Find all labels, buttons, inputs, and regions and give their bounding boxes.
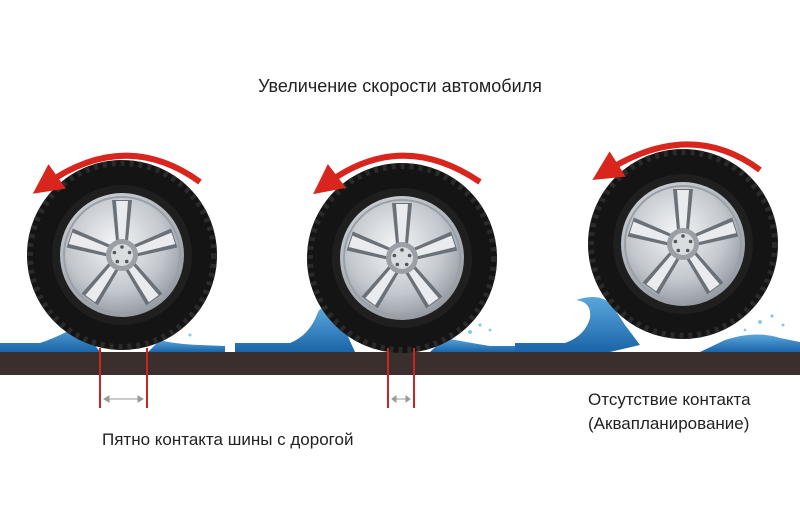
diagram-title: Увеличение скорости автомобиля bbox=[258, 76, 542, 96]
dimension-arrow-1 bbox=[103, 395, 144, 403]
rotation-arrow-icon bbox=[32, 152, 202, 194]
rotation-arrow-icon bbox=[592, 141, 762, 181]
splash-droplets bbox=[188, 314, 785, 337]
rotation-arrow-icon bbox=[313, 152, 482, 195]
wheel-icon bbox=[307, 163, 497, 353]
water-wave-2 bbox=[235, 307, 355, 352]
dimension-arrow-2 bbox=[391, 395, 411, 403]
contact-patch-label: Пятно контакта шины с дорогой bbox=[102, 430, 354, 449]
road-surface bbox=[0, 352, 800, 375]
aquaplaning-label: (Аквапланирование) bbox=[588, 414, 750, 433]
no-contact-label: Отсутствие контакта bbox=[588, 390, 751, 409]
water-wave-3 bbox=[515, 296, 640, 352]
contact-patch-marker-2 bbox=[387, 348, 415, 408]
wheel-icon bbox=[588, 149, 778, 339]
contact-patch-marker-1 bbox=[99, 348, 148, 408]
wheel-icon bbox=[27, 160, 217, 350]
